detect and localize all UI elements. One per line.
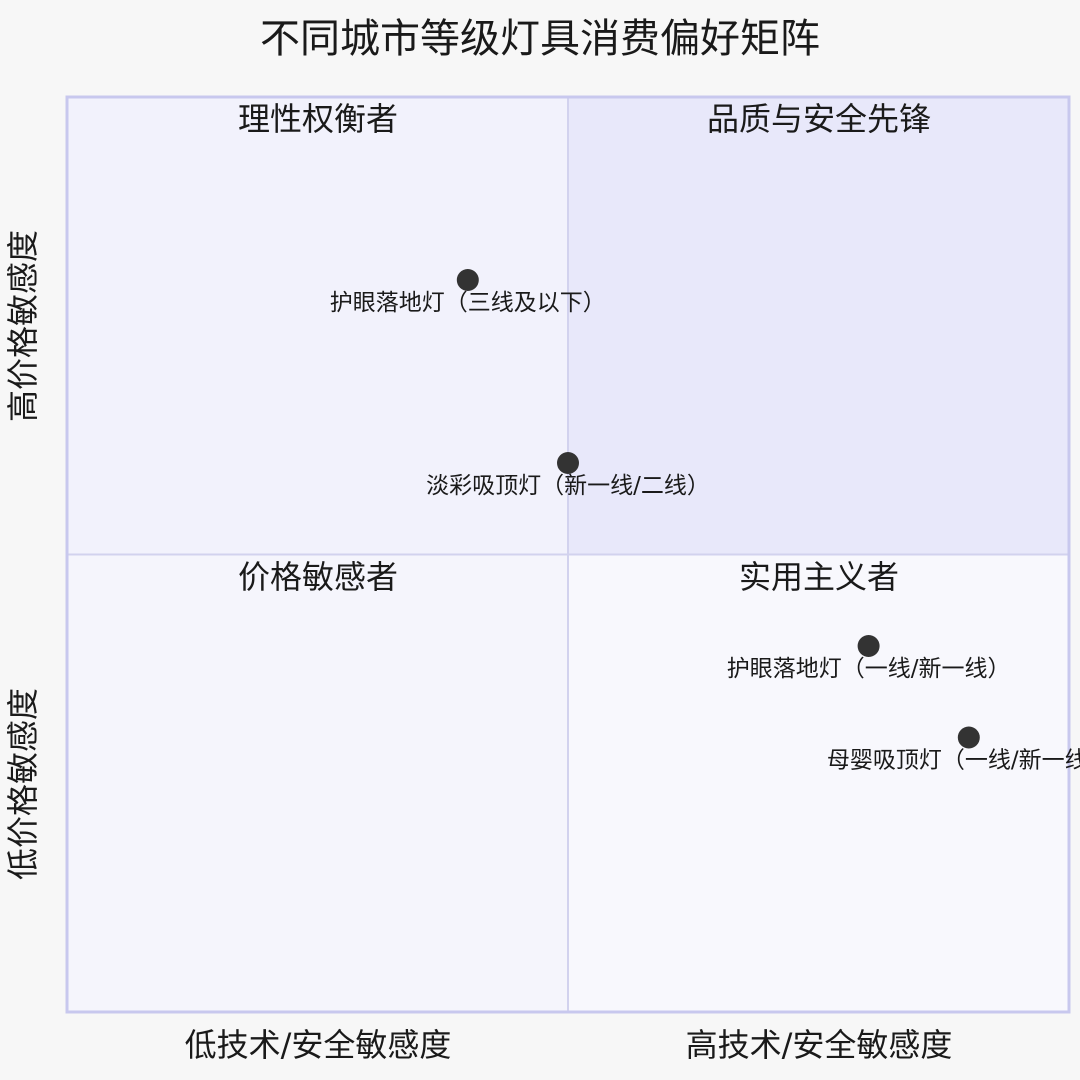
quadrant-label-top-left: 理性权衡者 (238, 100, 398, 138)
data-points: 护眼落地灯（三线及以下） 淡彩吸顶灯（新一线/二线） 护眼落地灯（一线/新一线） 母婴… (330, 269, 1080, 774)
quadrant-bottom-left-bg (67, 554, 568, 1012)
plot-border (65, 95, 1071, 1014)
data-point-label: 护眼落地灯（一线/新一线） (727, 656, 1011, 682)
data-point-label: 护眼落地灯（三线及以下） (330, 290, 606, 316)
chart-title: 不同城市等级灯具消费偏好矩阵 (260, 16, 820, 62)
quadrant-top-left-bg (67, 97, 568, 555)
x-axis-high-label: 高技术/安全敏感度 (686, 1026, 953, 1064)
data-point[interactable] (957, 726, 980, 749)
data-point-label: 母婴吸顶灯（一线/新一线） (827, 748, 1080, 774)
quadrant-bottom-right-bg (568, 554, 1069, 1012)
quadrant-top-right-bg (568, 97, 1069, 555)
data-point[interactable] (857, 635, 880, 657)
data-point[interactable] (456, 269, 479, 291)
data-point-label: 淡彩吸顶灯（新一线/二线） (426, 473, 710, 499)
quadrant-label-bottom-right: 实用主义者 (739, 558, 899, 596)
x-axis-low-label: 低技术/安全敏感度 (185, 1026, 452, 1064)
y-axis-low-label: 低价格敏感度 (4, 688, 42, 880)
y-axis-high-label: 高价格敏感度 (4, 230, 42, 422)
quadrant-label-bottom-left: 价格敏感者 (238, 558, 398, 596)
data-point[interactable] (557, 452, 579, 474)
quadrant-label-top-right: 品质与安全先锋 (707, 100, 931, 138)
